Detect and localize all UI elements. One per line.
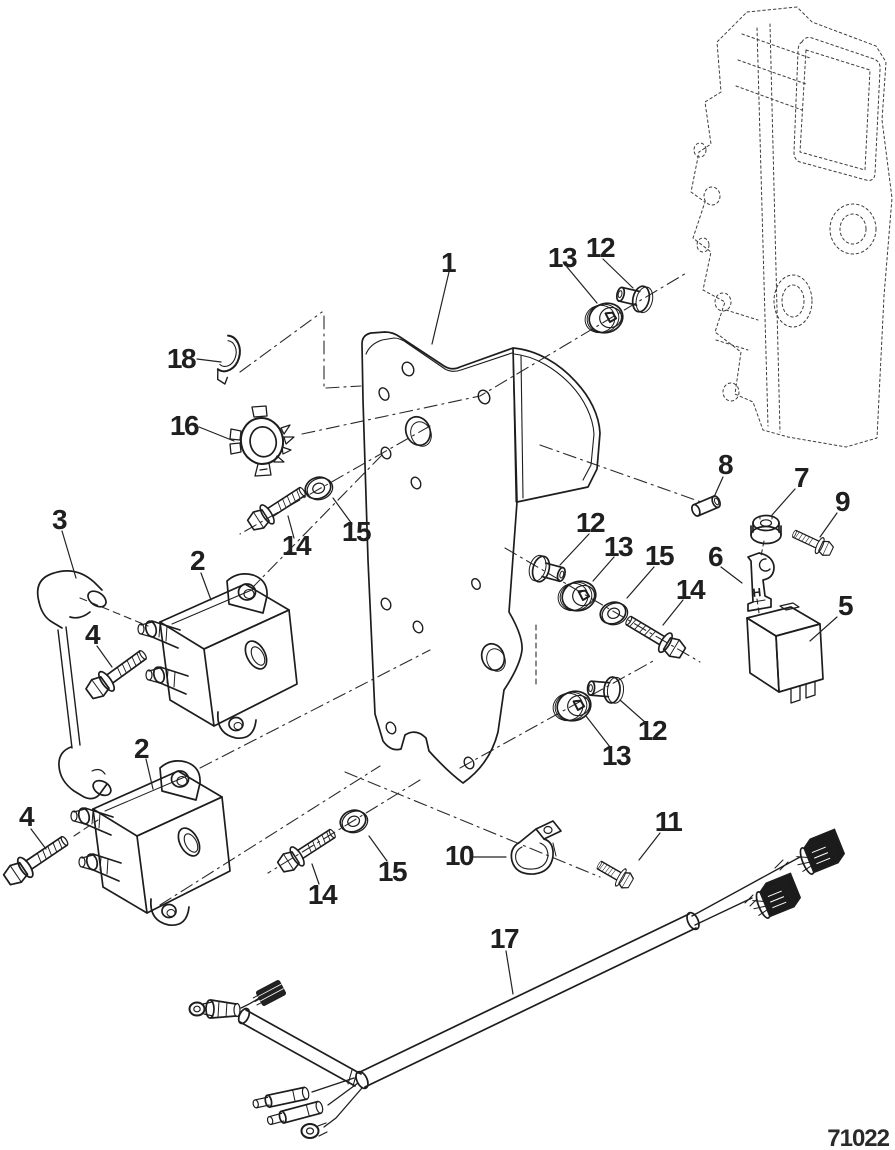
ignition-coil-upper	[137, 573, 298, 740]
bullet-terminal-b	[265, 1099, 325, 1128]
bushing-12-lower	[585, 674, 626, 705]
callout-10: 10	[445, 840, 474, 871]
leader-lines	[30, 258, 838, 995]
ring-terminal-2	[300, 1123, 320, 1139]
nut-7	[750, 514, 782, 545]
bolt-14-mid	[620, 609, 689, 664]
ring-terminal	[188, 1001, 206, 1017]
callout-12-top: 12	[586, 232, 615, 263]
callout-4-upper: 4	[85, 619, 101, 650]
drawing-number: 71022	[827, 1125, 889, 1150]
callout-13-mid: 13	[604, 531, 633, 562]
callout-12-mid: 12	[576, 507, 605, 538]
callout-11: 11	[655, 806, 683, 837]
callout-12-lower: 12	[638, 715, 667, 746]
callout-5: 5	[838, 590, 853, 621]
washer-15-bottom	[336, 805, 372, 838]
plate-holes	[378, 361, 506, 770]
retainer-16	[229, 405, 295, 477]
plate-flange	[512, 347, 601, 503]
small-connector	[252, 980, 287, 1006]
callout-9: 9	[835, 486, 850, 517]
ignition-coil-lower	[70, 760, 231, 927]
coil-connector-a	[789, 828, 848, 879]
plate-fold-line	[512, 351, 524, 503]
bolt-4-upper	[81, 643, 153, 704]
callout-4-lower: 4	[19, 801, 35, 832]
washer-15-upper	[301, 472, 337, 505]
callout-15-mid: 15	[645, 540, 674, 571]
callout-13-lower: 13	[602, 740, 631, 771]
callout-3: 3	[52, 504, 67, 535]
callout-2-lower: 2	[134, 733, 149, 764]
plate-top-thickness	[365, 337, 513, 372]
callouts: 1 13 12 18 16 3 2 14 15 4 8 7 9 12 13 15…	[19, 232, 855, 954]
clamp-10	[510, 820, 562, 875]
plate-outline	[361, 331, 523, 784]
callout-15-bottom: 15	[378, 856, 407, 887]
callout-15-upper: 15	[342, 516, 371, 547]
bracket-6: H	[747, 552, 775, 612]
callout-8: 8	[718, 449, 733, 480]
bolt-11	[592, 855, 637, 893]
grommet-13-mid	[553, 575, 601, 618]
callout-6: 6	[708, 541, 723, 572]
bolt-14-bottom	[274, 822, 341, 878]
callout-14-mid: 14	[676, 574, 706, 605]
wiring-harness-17	[188, 828, 848, 1139]
pin-8	[691, 495, 721, 517]
bracket-h-marking: H	[752, 585, 762, 600]
bolt-4-lower	[0, 829, 74, 891]
bolt-9	[789, 524, 836, 560]
callout-16: 16	[170, 410, 199, 441]
callout-14-bottom: 14	[308, 879, 338, 910]
callout-17: 17	[490, 923, 519, 954]
callout-1: 1	[441, 247, 456, 278]
relay-5	[746, 602, 824, 704]
callout-2-upper: 2	[190, 545, 205, 576]
clip-18	[216, 334, 241, 385]
engine-block-phantom	[690, 6, 893, 448]
callout-7: 7	[794, 462, 809, 493]
harness-tube	[239, 1009, 362, 1087]
callout-14-upper: 14	[282, 530, 312, 561]
harness-sheath	[357, 913, 697, 1088]
mounting-plate	[361, 331, 601, 784]
bushing-12-mid	[525, 552, 569, 589]
callout-18: 18	[167, 343, 196, 374]
grommet-13-top	[580, 297, 628, 340]
callout-13-top: 13	[548, 242, 577, 273]
link-wire-assembly	[36, 570, 112, 800]
